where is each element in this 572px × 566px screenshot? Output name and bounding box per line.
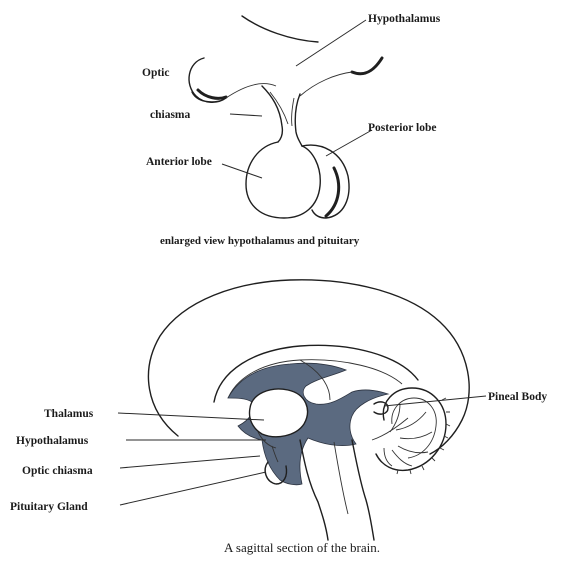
hypothalamus-floor (226, 84, 276, 98)
posterior-lobe-shading (326, 168, 339, 216)
brainstem-left (300, 440, 328, 540)
label-posterior-lobe: Posterior lobe (368, 122, 436, 134)
label-anterior-lobe: Anterior lobe (146, 156, 212, 168)
caption-top: enlarged view hypothalamus and pituitary (160, 235, 360, 247)
right-hook-shape (352, 58, 382, 74)
pointer-thalamus (118, 413, 264, 420)
arbor-vitae (372, 404, 432, 466)
brainstem-canal (334, 442, 348, 514)
pointer-optic-chiasma (120, 456, 260, 468)
pointer-posterior-lobe (326, 130, 372, 156)
brainstem-right (352, 440, 374, 540)
label-thalamus: Thalamus (44, 408, 94, 420)
pointer-chiasma (230, 114, 262, 116)
pointer-hypothalamus (296, 20, 366, 66)
cerebellum-outline-inner (392, 398, 436, 458)
pituitary-stalk-inner (270, 92, 288, 124)
brain-base-curve (242, 16, 318, 42)
label-hypothalamus: Hypothalamus (368, 13, 441, 25)
label-pituitary-gland: Pituitary Gland (10, 501, 88, 513)
sagittal-brain-diagram: Thalamus Hypothalamus Optic chiasma Pitu… (10, 280, 547, 555)
optic-chiasma-shading (198, 90, 226, 98)
pituitary-stalk-inner-2 (292, 98, 294, 126)
pointer-anterior-lobe (222, 164, 262, 178)
pituitary-diagram: Hypothalamus Optic chiasma Posterior lob… (142, 13, 441, 247)
thalamus-shape (250, 389, 308, 437)
label-pineal-body: Pineal Body (488, 391, 547, 403)
label-chiasma: chiasma (150, 109, 191, 121)
caption-bottom: A sagittal section of the brain. (224, 540, 380, 555)
pituitary-stalk-right (295, 94, 302, 146)
label-optic-chiasma: Optic chiasma (22, 465, 93, 477)
label-optic: Optic (142, 67, 169, 79)
label-hypothalamus-bottom: Hypothalamus (16, 435, 89, 447)
anterior-lobe-shape (246, 142, 320, 218)
pineal-body-shape (374, 402, 388, 414)
posterior-lobe-shape (302, 145, 349, 218)
hypothalamus-floor-right (300, 72, 352, 96)
pointer-pituitary-gland (120, 472, 266, 505)
